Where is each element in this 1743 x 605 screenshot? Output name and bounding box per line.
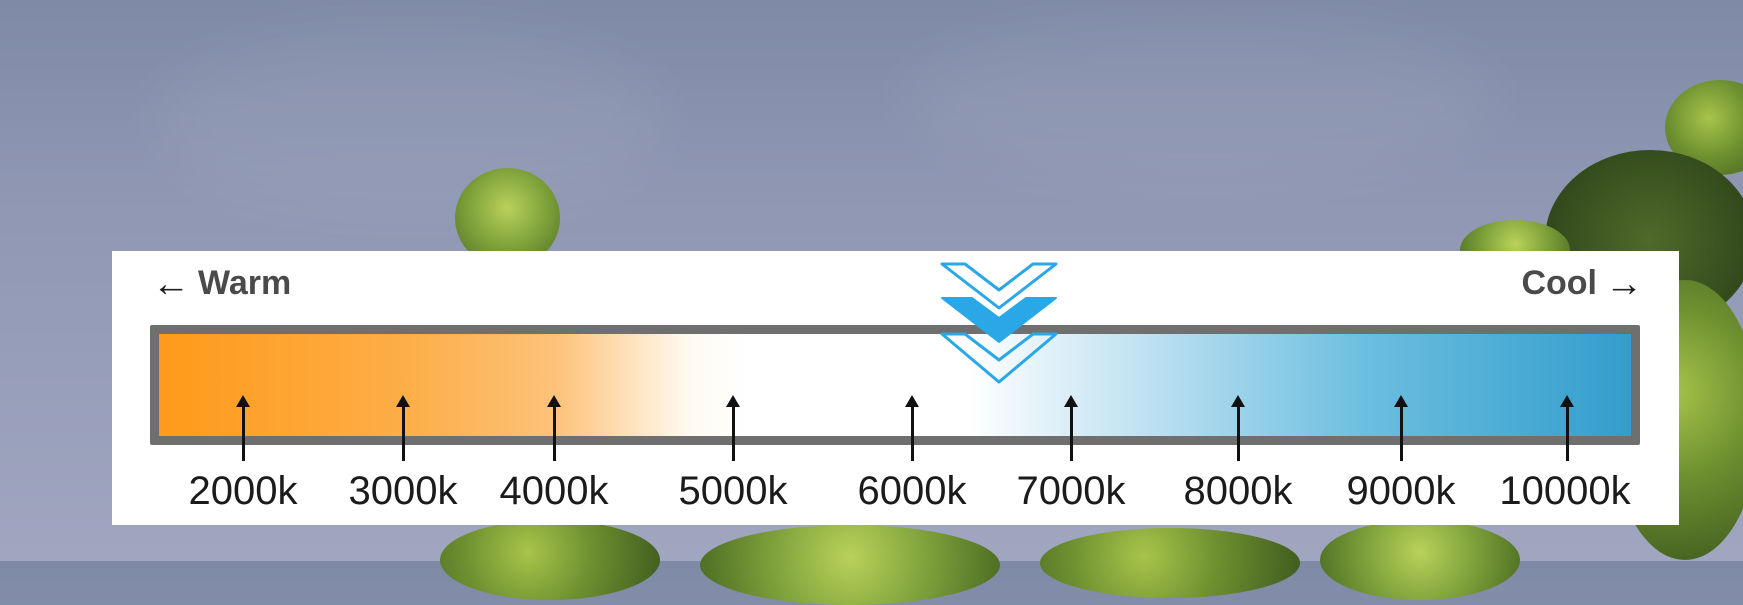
- tick-marker: [905, 395, 919, 461]
- tick-label-4000k: 4000k: [499, 469, 609, 513]
- tree-foliage: [440, 520, 660, 600]
- tick-marker: [1394, 395, 1408, 461]
- warm-text: Warm: [198, 264, 292, 302]
- chevron-solid-middle: [941, 297, 1057, 343]
- tick-label-3000k: 3000k: [348, 469, 458, 513]
- arrow-right-icon: →: [1605, 262, 1643, 305]
- gradient-fill: [159, 334, 1631, 436]
- cloud: [900, 20, 1500, 180]
- chevron-outline-top: [940, 262, 1058, 310]
- cool-text: Cool: [1521, 264, 1597, 302]
- gradient-bar: [150, 325, 1640, 445]
- tick-label-5000k: 5000k: [678, 469, 788, 513]
- tick-marker: [396, 395, 410, 461]
- tick-label-7000k: 7000k: [1016, 469, 1126, 513]
- warm-label: ← Warm: [152, 264, 291, 303]
- cloud: [150, 30, 670, 210]
- tick-marker: [1560, 395, 1574, 461]
- tick-label-9000k: 9000k: [1346, 469, 1456, 513]
- tick-marker: [1231, 395, 1245, 461]
- tick-label-8000k: 8000k: [1183, 469, 1293, 513]
- tree-foliage: [700, 525, 1000, 605]
- tick-marker: [547, 395, 561, 461]
- tree-foliage: [1320, 520, 1520, 600]
- arrow-left-icon: ←: [152, 262, 190, 305]
- tree-foliage: [1040, 528, 1300, 598]
- chevron-outline-bottom: [940, 332, 1058, 384]
- tick-marker: [1064, 395, 1078, 461]
- color-temperature-scale: ← Warm Cool → 2000k 3000k 4000k 5000k 60…: [112, 251, 1679, 525]
- tick-label-10000k: 10000k: [1499, 469, 1631, 513]
- triple-chevron-down-icon: [940, 262, 1058, 384]
- tick-marker: [726, 395, 740, 461]
- tick-label-2000k: 2000k: [188, 469, 298, 513]
- cool-label: Cool →: [1521, 264, 1643, 303]
- tick-label-6000k: 6000k: [857, 469, 967, 513]
- tick-marker: [236, 395, 250, 461]
